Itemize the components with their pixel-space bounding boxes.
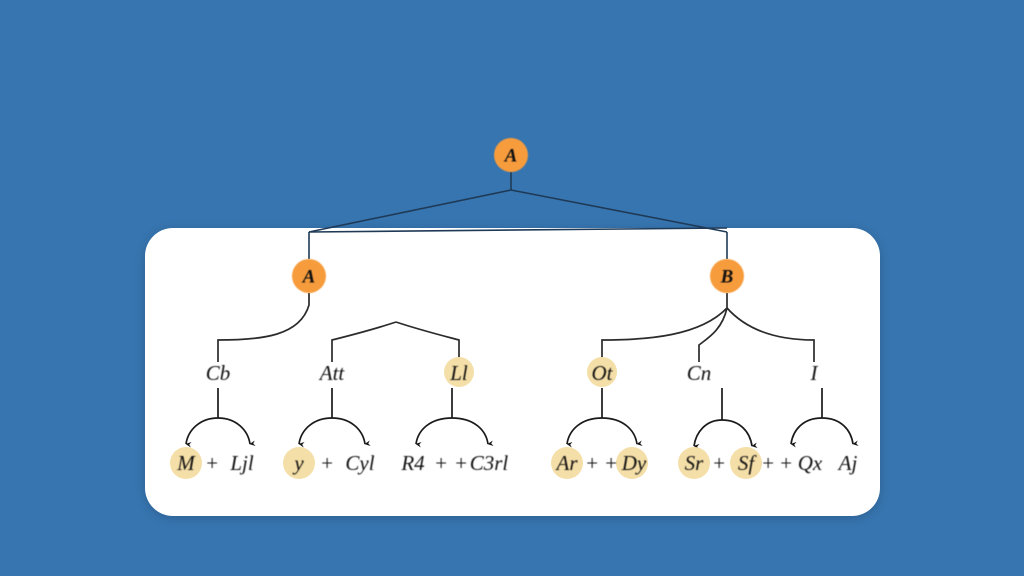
node-circle-ot [587,357,617,387]
level3-node-circles [444,357,617,387]
leaf-operator-3-0: + [434,451,448,475]
edge-b-to-ot [601,293,728,362]
node-label-mid-1: Cb [206,361,231,385]
leaf-arc-1-right [217,417,256,447]
leaf-arc-4-right [601,417,643,447]
leaf-operator-5-0: + [712,451,726,475]
leaf-arc-6-right [821,417,859,447]
leaf-arc-1-left [185,417,219,448]
leaf-arrows-group-3 [415,388,494,448]
node-label-mid-4: Ot [592,361,614,385]
level3-labels: Cb Att Ll Ot Cn I [206,361,819,385]
leaf-labels: M + Ljl y + Cyl R4 + + C3rl Ar + + Dy Sr… [176,451,857,475]
node-circle-sf [730,447,762,479]
leaf-label-5a: Sr [685,451,705,475]
edge-apex-to-ll [395,321,460,362]
node-circle-sr [678,447,710,479]
edge-b-to-i [726,307,815,362]
node-circle-level2-b [710,259,744,293]
node-label-mid-6: I [810,361,819,385]
leaf-arrows-group-4 [566,388,643,448]
leaf-arrows-group-6 [790,388,859,448]
leaf-arc-2-right [331,417,371,447]
leaf-arc-3-right [451,417,494,447]
leaf-label-1a: M [176,451,196,475]
edge-root-to-b [510,189,728,233]
node-circle-y [283,447,315,479]
leaf-label-5b: Sf [738,451,758,475]
leaf-label-2a: y [292,451,304,475]
leaf-arrows-group-1 [185,388,256,448]
leaf-arc-4-left [566,417,603,448]
node-label-mid-2: Att [318,361,346,385]
node-level2-a[interactable]: A [292,259,326,293]
leaf-label-6a: Qx [798,451,823,475]
root-edges [308,172,728,259]
leaf-operator-6-0: + [779,451,793,475]
leaf-operator-2-0: + [320,451,334,475]
node-label-level2-a: A [302,267,316,288]
leaf-operator-4-1: + [604,451,618,475]
node-label-mid-3: Ll [449,361,468,385]
leaf-label-3b: C3rl [470,451,509,475]
leaf-arc-2-left [298,417,333,448]
node-label-level2-b: B [720,267,734,288]
node-circle-dy [616,447,648,479]
leaf-operator-5-1: + [761,451,775,475]
node-circle-root-a [494,138,528,172]
leaf-operator-1-0: + [205,451,219,475]
leaf-arrows-group-5 [693,388,758,450]
orange-nodes: A A B [292,138,744,293]
node-level2-b[interactable]: B [710,259,744,293]
node-root-a[interactable]: A [494,138,528,172]
edge-root-to-a [308,189,512,233]
leaf-label-6b: Aj [837,451,858,475]
leaf-label-3a: R4 [400,451,425,475]
leaf-arc-3-left [415,417,453,448]
node-circle-ll [444,357,474,387]
leaf-label-2b: Cyl [345,451,374,475]
leaf-label-4a: Ar [555,451,579,475]
node-circle-m [170,447,202,479]
level2-to-level3-edges [217,293,815,362]
leaf-arc-5-left [693,419,723,450]
edge-root-crossbar [308,227,728,233]
node-label-mid-5: Cn [687,361,712,385]
node-circle-ar [551,447,583,479]
leaf-arrow-groups [185,388,859,450]
leaf-node-circles [170,447,762,479]
leaf-operator-4-0: + [585,451,599,475]
edge-apex-to-att [331,321,397,362]
node-circle-level2-a [292,259,326,293]
leaf-operator-3-1: + [454,451,468,475]
leaf-arc-5-right [721,419,758,449]
edge-a-to-cb [217,293,310,362]
leaf-label-4b: Dy [621,451,647,475]
edge-b-to-cn [698,307,728,362]
leaf-label-1b: Ljl [229,451,254,475]
node-label-root-a: A [504,146,518,167]
leaf-arrows-group-2 [298,388,371,448]
leaf-arc-6-left [790,417,823,448]
